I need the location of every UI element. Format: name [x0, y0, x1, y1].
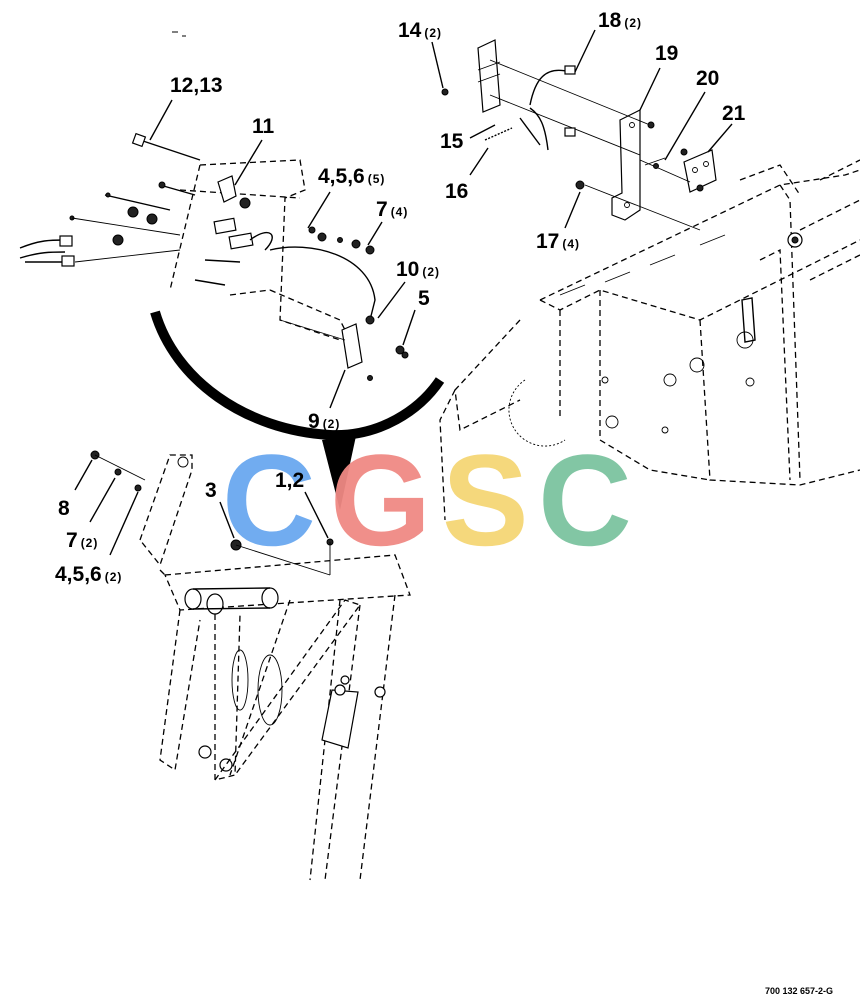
callout-label: 3	[205, 479, 217, 502]
watermark-letter: G	[330, 427, 431, 573]
callout-label: 4,5,6(2)	[55, 563, 122, 586]
callout-label: 19	[655, 42, 678, 65]
callout-label: 1,2	[275, 469, 304, 492]
callout-label: 16	[445, 180, 468, 203]
callout-label: 15	[440, 130, 464, 153]
main-frame	[439, 159, 860, 521]
callout-label: 8	[58, 497, 70, 520]
lower-arm-assembly	[90, 450, 411, 881]
scan-mark	[172, 31, 186, 37]
callout-label: 10(2)	[396, 258, 440, 281]
callout-label: 9(2)	[308, 410, 340, 433]
leader-lines	[74, 29, 733, 556]
sensor-bracket-assembly	[441, 39, 717, 231]
watermark-letter: S	[442, 427, 529, 573]
callout-label: 20	[696, 67, 719, 90]
callout-label: 17(4)	[536, 230, 580, 253]
inset-detail	[19, 132, 409, 381]
watermark-letter: C	[538, 427, 632, 573]
detail-magnifier-arc	[150, 310, 445, 510]
callout-labels: 12,13 11 4,5,6(5) 7(4) 10(2) 5 9(2) 14(2…	[55, 9, 746, 586]
callout-label: 11	[252, 115, 275, 138]
watermark-letter: C	[222, 427, 316, 573]
watermark-cgsc: C G S C	[222, 427, 632, 573]
document-number: 700 132 657-2-G	[765, 986, 833, 996]
callout-label: 7(4)	[376, 198, 408, 221]
callout-label: 12,13	[170, 74, 223, 97]
callout-label: 21	[722, 102, 746, 125]
callout-label: 5	[418, 287, 430, 310]
callout-label: 18(2)	[598, 9, 642, 32]
callout-label: 7(2)	[66, 529, 98, 552]
callout-label: 14(2)	[398, 19, 442, 42]
callout-label: 4,5,6(5)	[318, 165, 385, 188]
